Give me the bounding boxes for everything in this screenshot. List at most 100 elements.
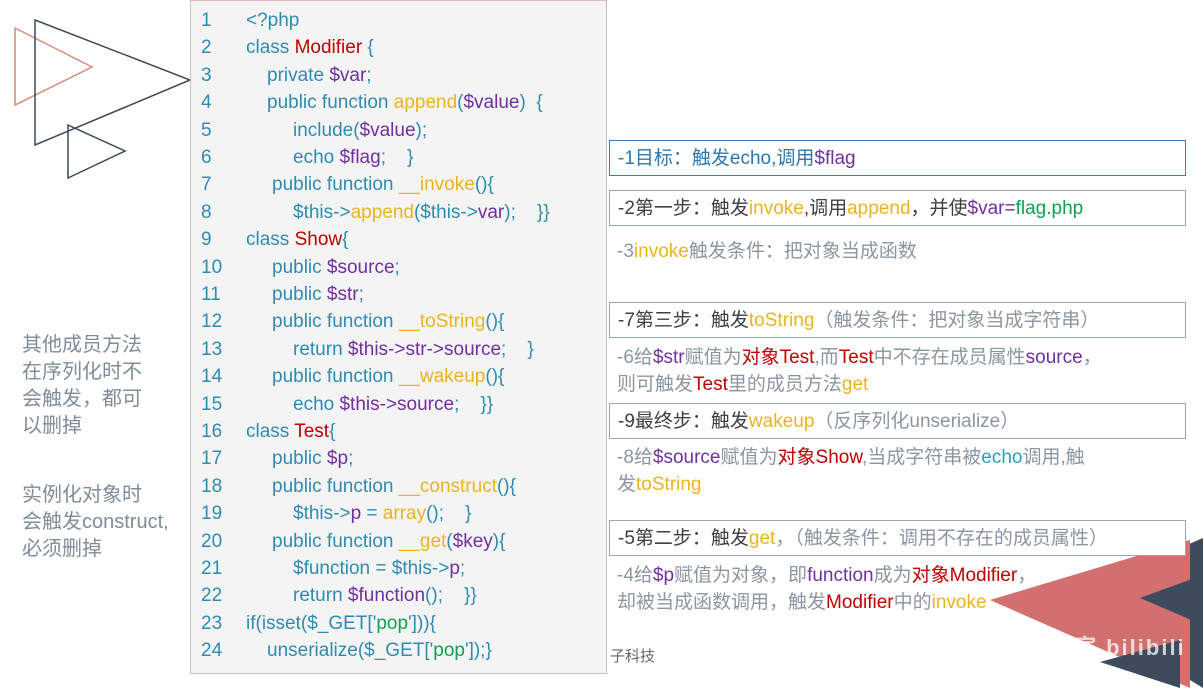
note-token: -5第二步：触发 bbox=[618, 528, 749, 549]
dark-triangle-bottom bbox=[1100, 640, 1180, 688]
code-token: ($this-> bbox=[413, 201, 478, 223]
code-token: (){ bbox=[496, 475, 516, 497]
note-token: toString bbox=[748, 310, 815, 331]
code-token: Show bbox=[294, 229, 343, 251]
code-text: unserialize($_GET['pop']);} bbox=[267, 637, 492, 664]
line-number: 8 bbox=[201, 201, 212, 223]
line-number: 9 bbox=[201, 229, 212, 251]
code-text: $this->p = array(); } bbox=[293, 500, 472, 527]
note-token: append bbox=[847, 198, 911, 219]
code-text: class Show{ bbox=[246, 226, 348, 253]
code-token: public function bbox=[272, 475, 399, 497]
line-number: 3 bbox=[201, 64, 212, 86]
note-line: 却被当成函数调用，触发Modifier中的invoke bbox=[617, 589, 1036, 616]
code-text: public function __invoke(){ bbox=[272, 171, 494, 198]
code-token: (){ bbox=[474, 174, 494, 196]
note-token: -1目标：触发echo,调用 bbox=[618, 148, 815, 169]
code-token: $str bbox=[326, 284, 359, 305]
note-member-methods: 其他成员方法 在序列化时不 会触发，都可 以删掉 bbox=[22, 334, 142, 437]
note-token: 赋值为 bbox=[720, 447, 778, 468]
line-number: 24 bbox=[201, 640, 223, 662]
note-line: -5第二步：触发get，（触发条件：调用不存在的成员属性） bbox=[618, 525, 1177, 552]
code-token: public function bbox=[267, 92, 394, 114]
code-token: ( bbox=[457, 92, 464, 114]
step-note-5: -5第二步：触发get，（触发条件：调用不存在的成员属性） bbox=[609, 520, 1186, 556]
code-text: public function __wakeup(){ bbox=[272, 363, 504, 390]
code-token: ; }} bbox=[454, 393, 494, 415]
note-token: 赋值为对象，即 bbox=[674, 565, 808, 586]
note-token: ， bbox=[1017, 565, 1037, 586]
line-number: 22 bbox=[201, 585, 223, 607]
line-number: 4 bbox=[201, 92, 212, 114]
note-token: toString bbox=[636, 474, 702, 495]
code-token: ; bbox=[358, 284, 364, 305]
note-token: invoke bbox=[633, 241, 689, 262]
code-token: public function bbox=[272, 530, 399, 552]
note-token: $source bbox=[652, 447, 721, 468]
line-number: 17 bbox=[201, 448, 223, 470]
code-token: Modifier bbox=[294, 37, 363, 59]
code-token: '])){ bbox=[408, 612, 436, 634]
note-line: -4给$p赋值为对象，即function成为对象Modifier， bbox=[617, 562, 1036, 589]
code-token: $this-> bbox=[293, 201, 351, 223]
code-token: $this->str->source bbox=[347, 338, 502, 360]
line-number: 1 bbox=[201, 10, 212, 31]
code-token: echo bbox=[293, 147, 340, 168]
dark-triangle-outline bbox=[34, 18, 193, 147]
line-number: 5 bbox=[201, 119, 212, 141]
note-token: 中的 bbox=[893, 592, 932, 613]
code-token: ; bbox=[459, 558, 466, 579]
note-token: 发 bbox=[617, 474, 637, 495]
code-token: $function bbox=[347, 585, 426, 607]
note-line: -9最终步：触发wakeup（反序列化unserialize） bbox=[618, 408, 1177, 435]
code-token: pop bbox=[433, 640, 465, 662]
code-token: class bbox=[246, 229, 295, 251]
code-text: if(isset($_GET['pop'])){ bbox=[246, 610, 436, 637]
note-token: invoke bbox=[748, 198, 804, 219]
line-number: 20 bbox=[201, 530, 223, 552]
note-token: get bbox=[841, 374, 869, 395]
code-token: var bbox=[477, 201, 505, 223]
code-token: Test bbox=[294, 421, 330, 442]
code-token: $function = $this-> bbox=[293, 558, 450, 579]
note-line: -1目标：触发echo,调用$flag bbox=[618, 145, 1177, 172]
line-number: 7 bbox=[201, 174, 212, 196]
code-token: ']);} bbox=[464, 640, 492, 662]
code-token: ( bbox=[446, 530, 453, 552]
note-token: 则可触发 bbox=[617, 374, 694, 395]
code-token: $var bbox=[329, 64, 367, 86]
watermark: 我爱科技工作室 bilibili bbox=[930, 635, 1186, 660]
code-token: ; bbox=[394, 256, 400, 278]
code-token: $flag bbox=[339, 147, 381, 168]
code-text: private $var; bbox=[267, 62, 372, 89]
code-token: public bbox=[272, 284, 327, 305]
note-line: -3invoke触发条件：把对象当成函数 bbox=[617, 238, 917, 265]
code-token: { bbox=[362, 37, 374, 59]
code-token: echo bbox=[293, 393, 340, 415]
note-token: 中不存在成员属性 bbox=[873, 347, 1026, 368]
code-text: <?php bbox=[246, 7, 299, 34]
code-text: include($value); bbox=[293, 117, 427, 144]
note-token: -2第一步：触发 bbox=[618, 198, 749, 219]
line-number: 16 bbox=[201, 421, 223, 442]
note-token: invoke bbox=[931, 592, 987, 613]
note-token: ，（触发条件：调用不存在的成员属性） bbox=[775, 528, 1108, 549]
note-token: -7第三步：触发 bbox=[618, 310, 749, 331]
code-token: return bbox=[293, 338, 348, 360]
note-token: -3 bbox=[617, 241, 634, 262]
line-number: 15 bbox=[201, 393, 223, 415]
code-token: public function bbox=[272, 174, 399, 196]
code-token: __toString bbox=[398, 311, 486, 333]
code-token: (); } bbox=[426, 503, 472, 525]
note-token: （反序列化unserialize） bbox=[814, 411, 1020, 432]
code-token: $value bbox=[463, 92, 520, 114]
step-note-1: -1目标：触发echo,调用$flag bbox=[609, 140, 1186, 176]
note-line: -8给$source赋值为对象Show,当成字符串被echo调用,触 bbox=[617, 444, 1085, 471]
note-token: get bbox=[748, 528, 776, 549]
note-token: $p bbox=[652, 565, 675, 586]
line-number: 2 bbox=[201, 37, 212, 59]
line-number: 13 bbox=[201, 338, 223, 360]
orange-triangle-outline bbox=[14, 26, 94, 107]
code-token: __construct bbox=[398, 475, 497, 497]
code-token: public function bbox=[272, 366, 399, 388]
